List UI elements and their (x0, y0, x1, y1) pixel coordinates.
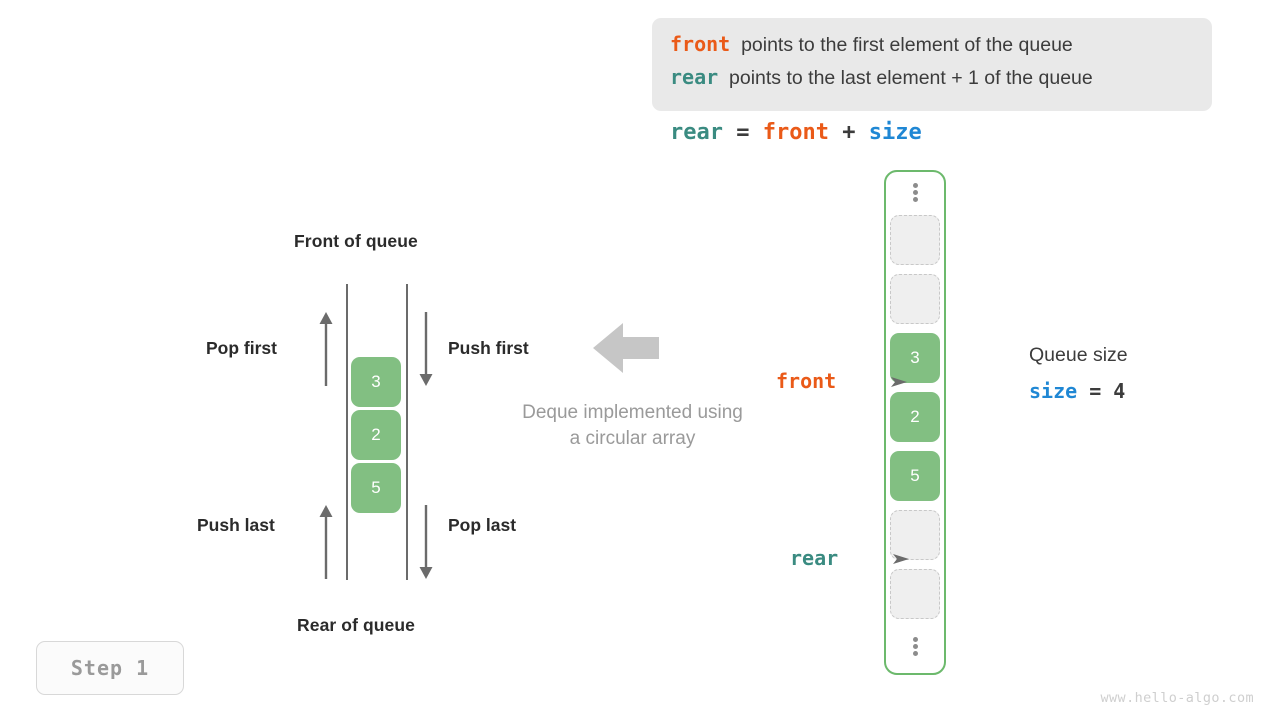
queue-size-expression: size = 4 (1029, 379, 1125, 403)
rear-formula: rear = front + size (670, 120, 922, 145)
array-cell-filled: 2 (890, 392, 940, 442)
queue-size-title: Queue size (1029, 344, 1128, 366)
front-pointer-arrowhead-icon (843, 345, 908, 417)
rear-pointer-text: rear (790, 546, 839, 570)
caption-line-2: a circular array (569, 428, 696, 449)
array-ellipsis-top-icon (884, 183, 946, 202)
formula-size: size (868, 120, 922, 145)
formula-plus: + (828, 120, 869, 145)
front-pointer-text: front (776, 369, 837, 393)
front-keyword: front (670, 32, 731, 56)
push-first-label: Push first (448, 338, 529, 358)
array-cell-empty (890, 274, 940, 324)
array-cell-empty (890, 569, 940, 619)
front-of-queue-label: Front of queue (294, 231, 418, 251)
left-block-arrow-icon (593, 323, 659, 373)
push-first-arrow-icon (419, 312, 433, 386)
deque-rail-left (346, 284, 348, 580)
pointer-definitions-box: front points to the first element of the… (652, 18, 1212, 111)
rear-pointer-arrowhead-icon (845, 522, 910, 594)
pop-last-arrow-icon (419, 505, 433, 579)
front-pointer-label: front (776, 345, 908, 417)
formula-rear: rear (670, 120, 723, 145)
step-badge: Step 1 (36, 641, 184, 695)
deque-cell: 3 (351, 357, 401, 407)
deque-cell: 2 (351, 410, 401, 460)
size-variable: size (1029, 379, 1078, 403)
deque-rail-right (406, 284, 408, 580)
formula-equals: = (722, 120, 763, 145)
array-cell-filled: 3 (890, 333, 940, 383)
push-last-arrow-icon (319, 505, 333, 579)
array-cell-filled: 5 (890, 451, 940, 501)
array-cell-empty (890, 215, 940, 265)
rear-description: points to the last element + 1 of the qu… (729, 67, 1093, 89)
front-description: points to the first element of the queue (741, 34, 1073, 56)
pop-first-arrow-icon (319, 312, 333, 386)
pop-last-label: Pop last (448, 515, 517, 535)
rear-keyword: rear (670, 65, 719, 89)
push-last-label: Push last (197, 515, 275, 535)
rear-pointer-label: rear (790, 522, 910, 594)
formula-front: front (762, 120, 829, 145)
rear-definition-line: rear points to the last element + 1 of t… (670, 65, 1194, 98)
watermark: www.hello-algo.com (1100, 690, 1254, 706)
deque-cell: 5 (351, 463, 401, 513)
array-ellipsis-bottom-icon (884, 637, 946, 656)
rear-of-queue-label: Rear of queue (297, 615, 415, 635)
array-cell-empty (890, 510, 940, 560)
diagram-caption: Deque implemented using a circular array (480, 400, 785, 452)
front-definition-line: front points to the first element of the… (670, 32, 1194, 65)
size-value: 4 (1113, 379, 1126, 403)
size-equals: = (1077, 379, 1114, 403)
caption-line-1: Deque implemented using (522, 402, 743, 423)
pop-first-label: Pop first (206, 338, 277, 358)
